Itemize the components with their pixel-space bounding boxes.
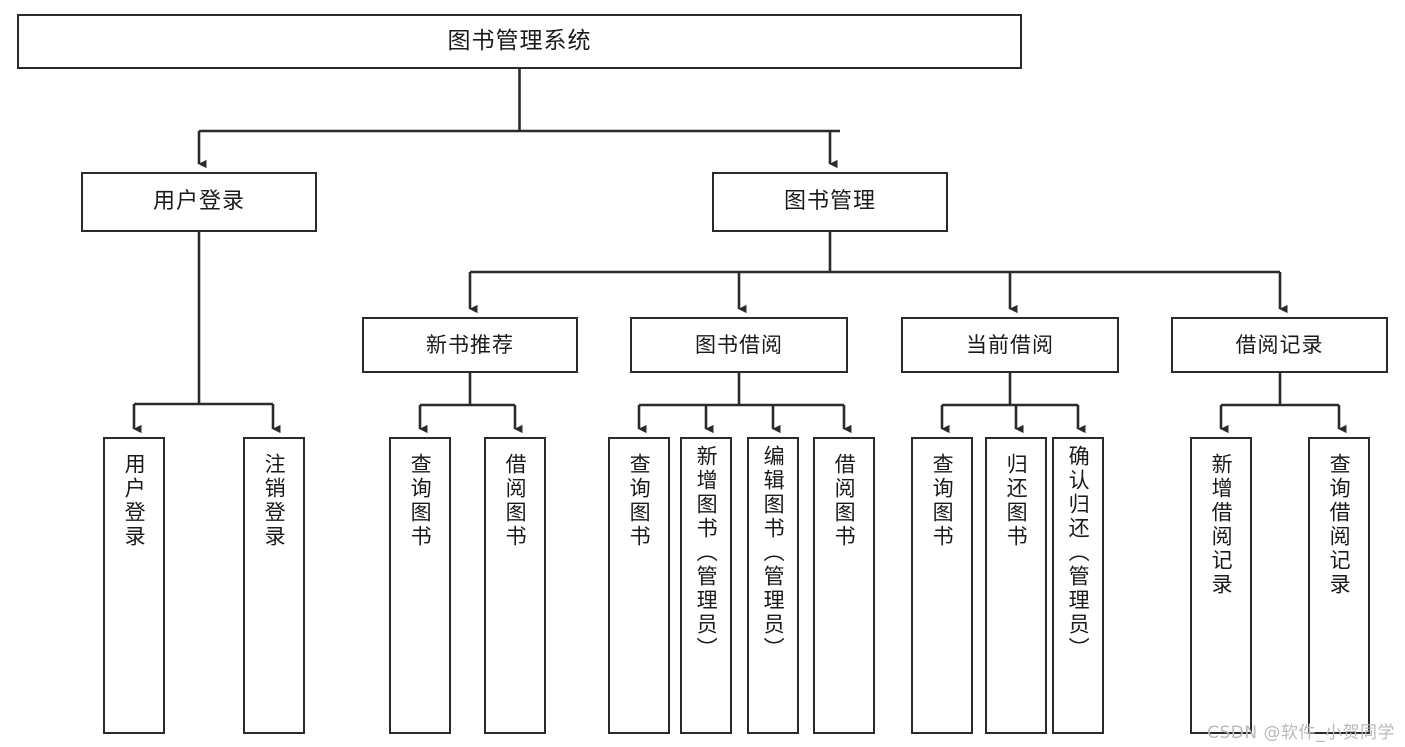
node-leaf-return-book[interactable]: 归还图书 <box>985 437 1047 734</box>
node-user-login-label: 用户登录 <box>152 189 245 215</box>
node-leaf-edit-book-label: 编辑图书（管理员） <box>761 445 786 661</box>
node-leaf-query-book-recommend-label: 查询图书 <box>408 453 433 549</box>
node-book-borrow[interactable]: 图书借阅 <box>630 317 848 373</box>
node-leaf-borrow-book[interactable]: 借阅图书 <box>813 437 875 734</box>
node-current-borrow-label: 当前借阅 <box>966 332 1054 357</box>
node-book-manage[interactable]: 图书管理 <box>712 172 948 232</box>
node-borrow-record[interactable]: 借阅记录 <box>1171 317 1388 373</box>
node-leaf-query-book-current-label: 查询图书 <box>930 453 955 549</box>
node-leaf-borrow-book-recommend[interactable]: 借阅图书 <box>484 437 546 734</box>
node-leaf-query-book-current[interactable]: 查询图书 <box>911 437 973 734</box>
node-leaf-user-login[interactable]: 用户登录 <box>103 437 165 734</box>
node-book-borrow-label: 图书借阅 <box>695 332 783 357</box>
node-leaf-query-book-borrow[interactable]: 查询图书 <box>608 437 670 734</box>
csdn-watermark: CSDN @软件_小贺同学 <box>1207 723 1395 743</box>
node-user-login[interactable]: 用户登录 <box>81 172 317 232</box>
node-leaf-confirm-return-label: 确认归还（管理员） <box>1066 445 1091 661</box>
node-leaf-add-borrow-record[interactable]: 新增借阅记录 <box>1190 437 1252 734</box>
node-book-manage-label: 图书管理 <box>783 189 876 215</box>
node-new-book-recommend[interactable]: 新书推荐 <box>362 317 578 373</box>
node-leaf-user-logout[interactable]: 注销登录 <box>243 437 305 734</box>
node-borrow-record-label: 借阅记录 <box>1235 332 1324 357</box>
node-new-book-recommend-label: 新书推荐 <box>426 332 514 357</box>
node-leaf-add-borrow-record-label: 新增借阅记录 <box>1209 453 1234 597</box>
node-leaf-query-borrow-record-label: 查询借阅记录 <box>1327 453 1352 597</box>
node-leaf-user-logout-label: 注销登录 <box>262 453 287 549</box>
node-current-borrow[interactable]: 当前借阅 <box>901 317 1119 373</box>
node-leaf-add-book[interactable]: 新增图书（管理员） <box>680 437 732 734</box>
node-leaf-query-borrow-record[interactable]: 查询借阅记录 <box>1308 437 1370 734</box>
node-leaf-query-book-borrow-label: 查询图书 <box>627 453 652 549</box>
node-root[interactable]: 图书管理系统 <box>17 14 1022 69</box>
node-leaf-borrow-book-recommend-label: 借阅图书 <box>503 453 528 549</box>
node-leaf-edit-book[interactable]: 编辑图书（管理员） <box>747 437 799 734</box>
node-leaf-borrow-book-label: 借阅图书 <box>832 453 857 549</box>
node-leaf-confirm-return[interactable]: 确认归还（管理员） <box>1052 437 1104 734</box>
node-leaf-user-login-label: 用户登录 <box>122 453 147 549</box>
node-leaf-return-book-label: 归还图书 <box>1004 453 1029 549</box>
node-leaf-add-book-label: 新增图书（管理员） <box>694 445 719 661</box>
node-root-label: 图书管理系统 <box>447 28 592 55</box>
node-leaf-query-book-recommend[interactable]: 查询图书 <box>389 437 451 734</box>
